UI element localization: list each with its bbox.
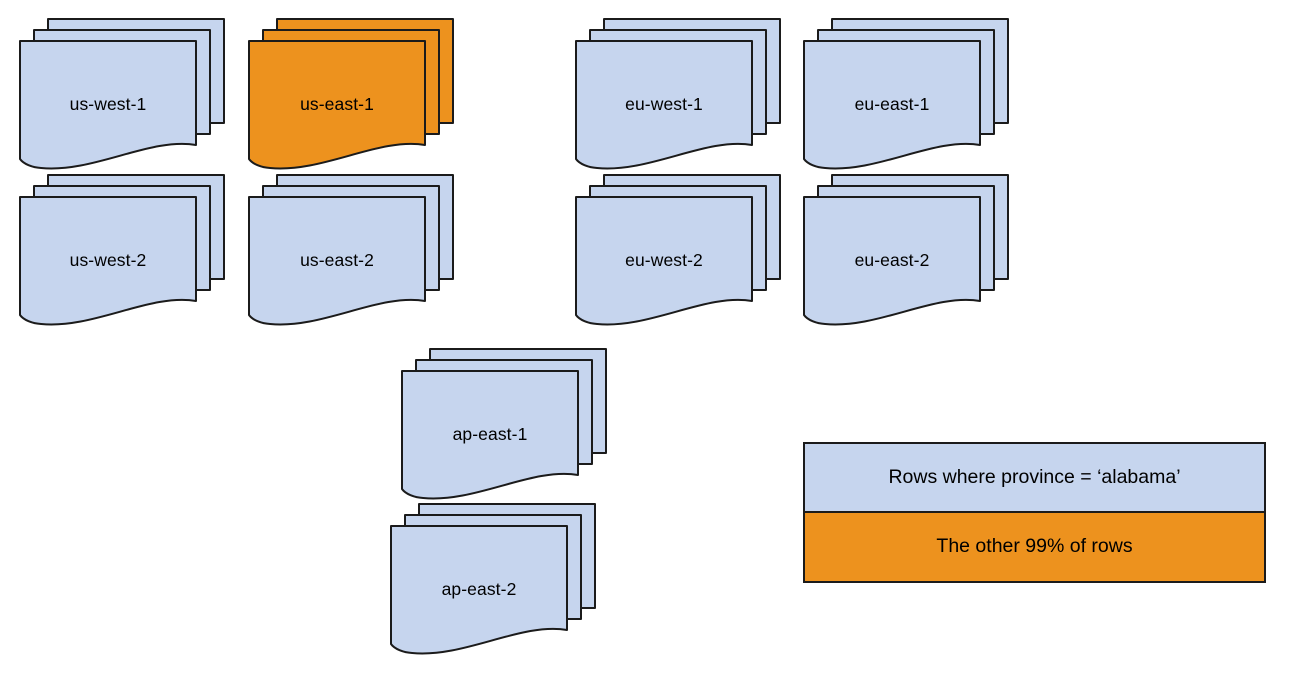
legend-label-light-blue: Rows where province = ‘alabama’ — [888, 465, 1181, 488]
document-stack-eu-west-1[interactable]: eu-west-1 — [575, 18, 781, 170]
document-stack-us-east-1[interactable]: us-east-1 — [248, 18, 454, 170]
document-stack-ap-east-1[interactable]: ap-east-1 — [401, 348, 607, 500]
document-stack-shape — [248, 18, 454, 170]
sheet-front — [248, 40, 426, 170]
legend: Rows where province = ‘alabama’ The othe… — [803, 442, 1266, 583]
sheet-front — [803, 40, 981, 170]
sheet-front — [401, 370, 579, 500]
document-stack-ap-east-2[interactable]: ap-east-2 — [390, 503, 596, 655]
document-stack-eu-west-2[interactable]: eu-west-2 — [575, 174, 781, 326]
sheet-front — [248, 196, 426, 326]
legend-row-light-blue: Rows where province = ‘alabama’ — [805, 444, 1264, 513]
document-stack-shape — [575, 174, 781, 326]
document-stack-us-west-2[interactable]: us-west-2 — [19, 174, 225, 326]
sheet-front — [575, 40, 753, 170]
document-stack-shape — [803, 174, 1009, 326]
sheet-front — [19, 196, 197, 326]
document-stack-shape — [19, 174, 225, 326]
sheet-front — [575, 196, 753, 326]
document-stack-shape — [575, 18, 781, 170]
document-stack-eu-east-1[interactable]: eu-east-1 — [803, 18, 1009, 170]
legend-row-orange: The other 99% of rows — [805, 512, 1264, 581]
document-stack-us-east-2[interactable]: us-east-2 — [248, 174, 454, 326]
sheet-front — [803, 196, 981, 326]
legend-label-orange: The other 99% of rows — [936, 535, 1133, 558]
document-stack-us-west-1[interactable]: us-west-1 — [19, 18, 225, 170]
document-stack-eu-east-2[interactable]: eu-east-2 — [803, 174, 1009, 326]
sheet-front — [390, 525, 568, 655]
document-stack-shape — [803, 18, 1009, 170]
sheet-front — [19, 40, 197, 170]
document-stack-shape — [401, 348, 607, 500]
document-stack-shape — [19, 18, 225, 170]
document-stack-shape — [390, 503, 596, 655]
document-stack-shape — [248, 174, 454, 326]
